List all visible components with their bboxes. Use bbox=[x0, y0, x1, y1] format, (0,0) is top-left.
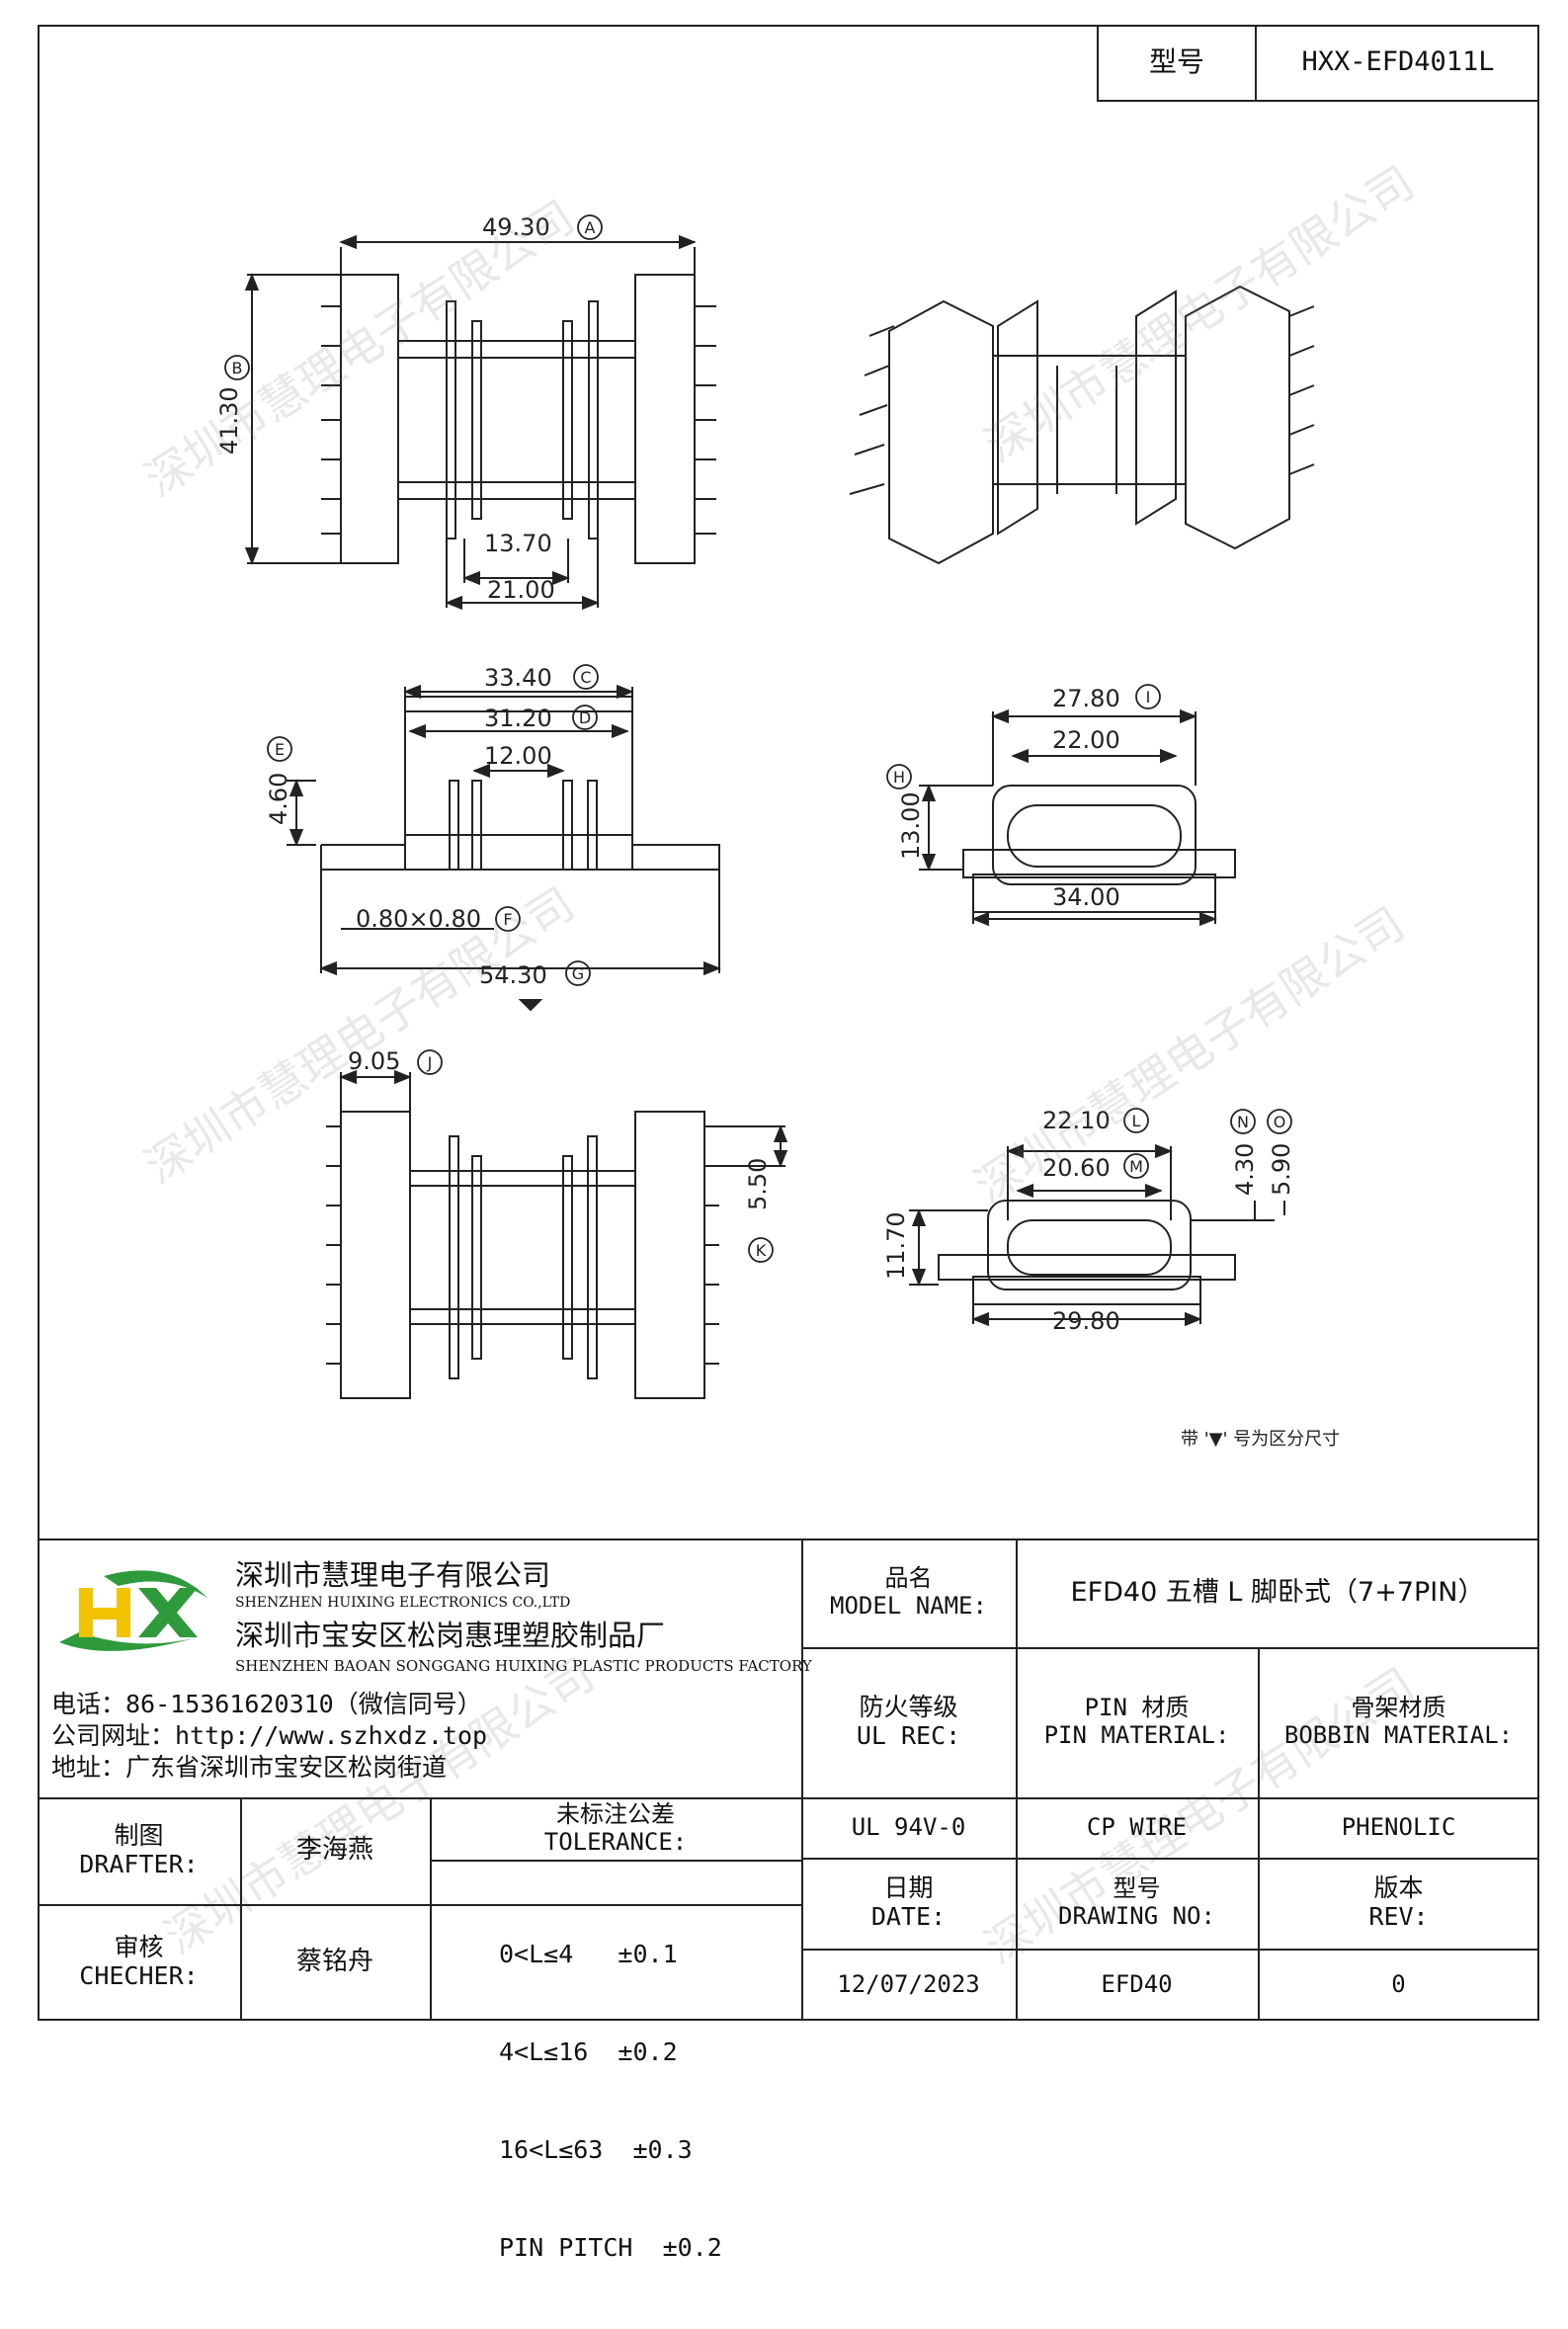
dim-A: 49.30 bbox=[482, 213, 550, 241]
model-value: HXX-EFD4011L bbox=[1301, 46, 1495, 78]
drawing-no-value: EFD40 bbox=[1101, 1969, 1173, 1998]
model-label: 型号 bbox=[1099, 25, 1257, 100]
dim-d7: 29.80 bbox=[1052, 1307, 1120, 1335]
model-name-label: 品名 MODEL NAME: bbox=[830, 1564, 987, 1620]
dim-D: 31.20 bbox=[484, 705, 552, 732]
company-name-1: 深圳市慧理电子有限公司 bbox=[235, 1558, 551, 1592]
dim-C: 33.40 bbox=[484, 664, 552, 692]
dim-d6: 11.70 bbox=[882, 1211, 910, 1280]
company-website[interactable]: 公司网址：http://www.szhxdz.top bbox=[51, 1721, 488, 1750]
pin-material-label: PIN 材质 PIN MATERIAL: bbox=[1043, 1694, 1230, 1749]
dim-E: 4.60 bbox=[265, 773, 292, 825]
dim-H: 13.00 bbox=[897, 791, 925, 860]
dim-B: 41.30 bbox=[215, 386, 243, 455]
dim-d2: 21.00 bbox=[487, 576, 555, 604]
rev-value: 0 bbox=[1391, 1969, 1406, 1998]
letter-L: L bbox=[1132, 1112, 1141, 1130]
letter-F: F bbox=[503, 910, 512, 929]
dim-d1: 13.70 bbox=[484, 530, 552, 557]
dim-d5: 34.00 bbox=[1052, 883, 1120, 911]
dimension-letters: A B C D E F G H I J K L M N O bbox=[232, 218, 1286, 1260]
model-header-box: 型号 HXX-EFD4011L bbox=[1097, 25, 1539, 102]
dimension-values: 49.30 41.30 13.70 21.00 33.40 31.20 12.0… bbox=[215, 213, 1295, 1335]
hx-logo-icon bbox=[59, 1570, 207, 1651]
checker-value: 蔡铭舟 bbox=[295, 1947, 373, 1977]
pin-material-value: CP WIRE bbox=[1086, 1812, 1188, 1841]
drawing-no-label: 型号 DRAWING NO: bbox=[1058, 1874, 1215, 1930]
letter-D: D bbox=[579, 708, 591, 727]
dim-I: 27.80 bbox=[1052, 685, 1120, 712]
company-name-2: 深圳市宝安区松岗惠理塑胶制品厂 bbox=[235, 1619, 666, 1652]
note-text: 带 '▼' 号为区分尺寸 bbox=[1181, 1429, 1340, 1450]
model-name-value: EFD40 五槽 L 脚卧式（7+7PIN） bbox=[1070, 1577, 1485, 1609]
letter-O: O bbox=[1274, 1113, 1286, 1131]
letter-I: I bbox=[1146, 688, 1151, 707]
dim-J: 9.05 bbox=[348, 1047, 400, 1075]
top-view bbox=[244, 234, 716, 611]
letter-J: J bbox=[427, 1053, 433, 1072]
rev-label: 版本 REV: bbox=[1368, 1873, 1429, 1931]
date-value: 12/07/2023 bbox=[837, 1969, 980, 1998]
ul-label: 防火等级 UL REC: bbox=[856, 1693, 961, 1750]
letter-M: M bbox=[1129, 1157, 1143, 1176]
title-block: 深圳市慧理电子有限公司 SHENZHEN HUIXING ELECTRONICS… bbox=[38, 1539, 1539, 2262]
dim-M: 20.60 bbox=[1042, 1154, 1111, 1182]
dim-G: 54.30 bbox=[479, 961, 547, 989]
letter-G: G bbox=[572, 964, 584, 983]
dim-F: 0.80×0.80 bbox=[356, 905, 481, 933]
isometric-view bbox=[849, 285, 1315, 565]
letter-N: N bbox=[1237, 1113, 1249, 1131]
company-name-2-en: SHENZHEN BAOAN SONGGANG HUIXING PLASTIC … bbox=[235, 1657, 812, 1675]
drafter-value: 李海燕 bbox=[295, 1835, 373, 1866]
tolerance-item: 4<L≤16 ±0.2 bbox=[499, 2038, 678, 2066]
dim-O: 5.90 bbox=[1268, 1143, 1295, 1196]
letter-A: A bbox=[585, 218, 596, 237]
tolerance-item: PIN PITCH ±0.2 bbox=[499, 2233, 722, 2262]
tolerance-item: 0<L≤4 ±0.1 bbox=[499, 1940, 678, 1968]
tolerance-label: 未标注公差 TOLERANCE: bbox=[543, 1799, 688, 1856]
side-view bbox=[919, 708, 1236, 927]
bottom-view bbox=[326, 1069, 788, 1399]
dim-d3: 12.00 bbox=[484, 742, 552, 770]
ul-value: UL 94V-0 bbox=[851, 1812, 966, 1841]
technical-drawing: A B C D E F G H I J K L M N O 49.30 41.3… bbox=[215, 213, 1340, 1450]
tolerance-item: 16<L≤63 ±0.3 bbox=[499, 2135, 693, 2164]
drafter-label: 制图 DRAFTER: bbox=[79, 1821, 199, 1878]
company-address: 地址：广东省深圳市宝安区松岗街道 bbox=[51, 1753, 448, 1782]
date-label: 日期 DATE: bbox=[870, 1873, 947, 1931]
company-phone: 电话：86-15361620310（微信同号） bbox=[51, 1690, 482, 1718]
drawing-sheet bbox=[38, 25, 1539, 2021]
letter-K: K bbox=[756, 1241, 767, 1260]
dim-d4: 22.00 bbox=[1052, 726, 1120, 754]
company-logo bbox=[49, 1558, 217, 1667]
dim-L: 22.10 bbox=[1042, 1107, 1111, 1134]
letter-H: H bbox=[893, 768, 905, 787]
letter-E: E bbox=[275, 740, 285, 759]
letter-B: B bbox=[232, 359, 243, 377]
company-name-1-en: SHENZHEN HUIXING ELECTRONICS CO.,LTD bbox=[235, 1595, 571, 1611]
bobbin-material-value: PHENOLIC bbox=[1341, 1812, 1456, 1841]
checker-label: 审核 CHECHER: bbox=[79, 1933, 199, 1990]
dimension-letter-circles bbox=[224, 214, 1292, 1263]
bobbin-material-label: 骨架材质 BOBBIN MATERIAL: bbox=[1283, 1694, 1514, 1749]
dim-N: 4.30 bbox=[1231, 1143, 1259, 1196]
tolerance-list: 0<L≤4 ±0.1 4<L≤16 ±0.2 16<L≤63 ±0.3 PIN … bbox=[499, 1872, 722, 2329]
letter-C: C bbox=[580, 668, 591, 687]
end-view bbox=[909, 1143, 1285, 1327]
dim-K: 5.50 bbox=[744, 1158, 772, 1210]
